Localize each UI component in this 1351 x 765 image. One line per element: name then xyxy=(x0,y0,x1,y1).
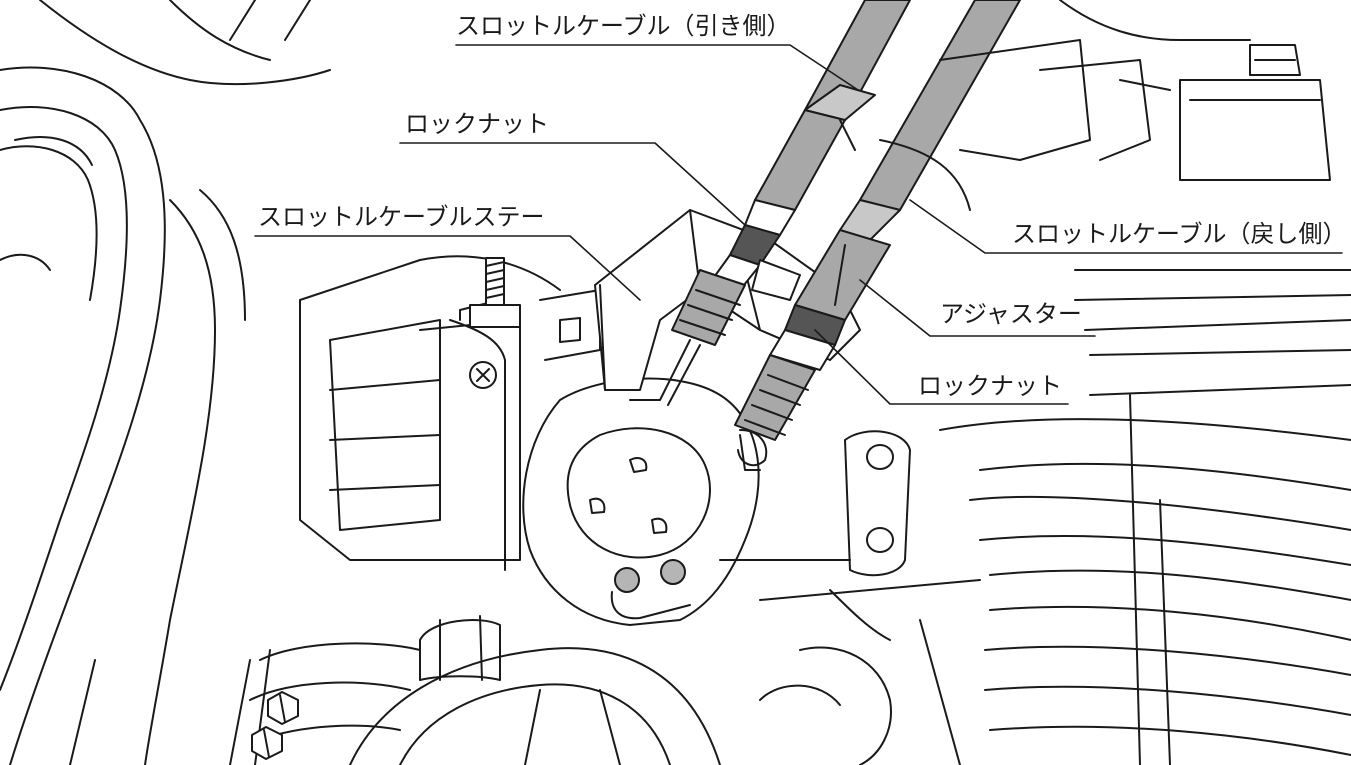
throttle-body xyxy=(299,255,601,571)
pull-cable xyxy=(629,0,911,406)
label-lock-nut-upper: ロックナット xyxy=(405,110,549,138)
label-lock-nut-lower: ロックナット xyxy=(918,372,1062,400)
label-adjuster: アジャスター xyxy=(940,300,1082,328)
cooling-fins xyxy=(939,269,1351,765)
mount-plate xyxy=(719,430,981,601)
label-throttle-cable-return: スロットルケーブル（戻し側） xyxy=(1012,220,1347,248)
return-cable xyxy=(734,0,1021,471)
frame-left-contour xyxy=(0,0,331,765)
label-throttle-cable-stay: スロットルケーブルステー xyxy=(258,203,545,231)
lower-right-bracket xyxy=(759,589,961,765)
air-hose xyxy=(229,615,721,765)
engine-top-right xyxy=(879,0,1331,211)
label-throttle-cable-pull: スロットルケーブル（引き側） xyxy=(456,12,791,40)
throttle-drum xyxy=(522,377,768,626)
leader-lines xyxy=(254,44,1343,405)
bottom-left-nuts xyxy=(251,691,299,760)
